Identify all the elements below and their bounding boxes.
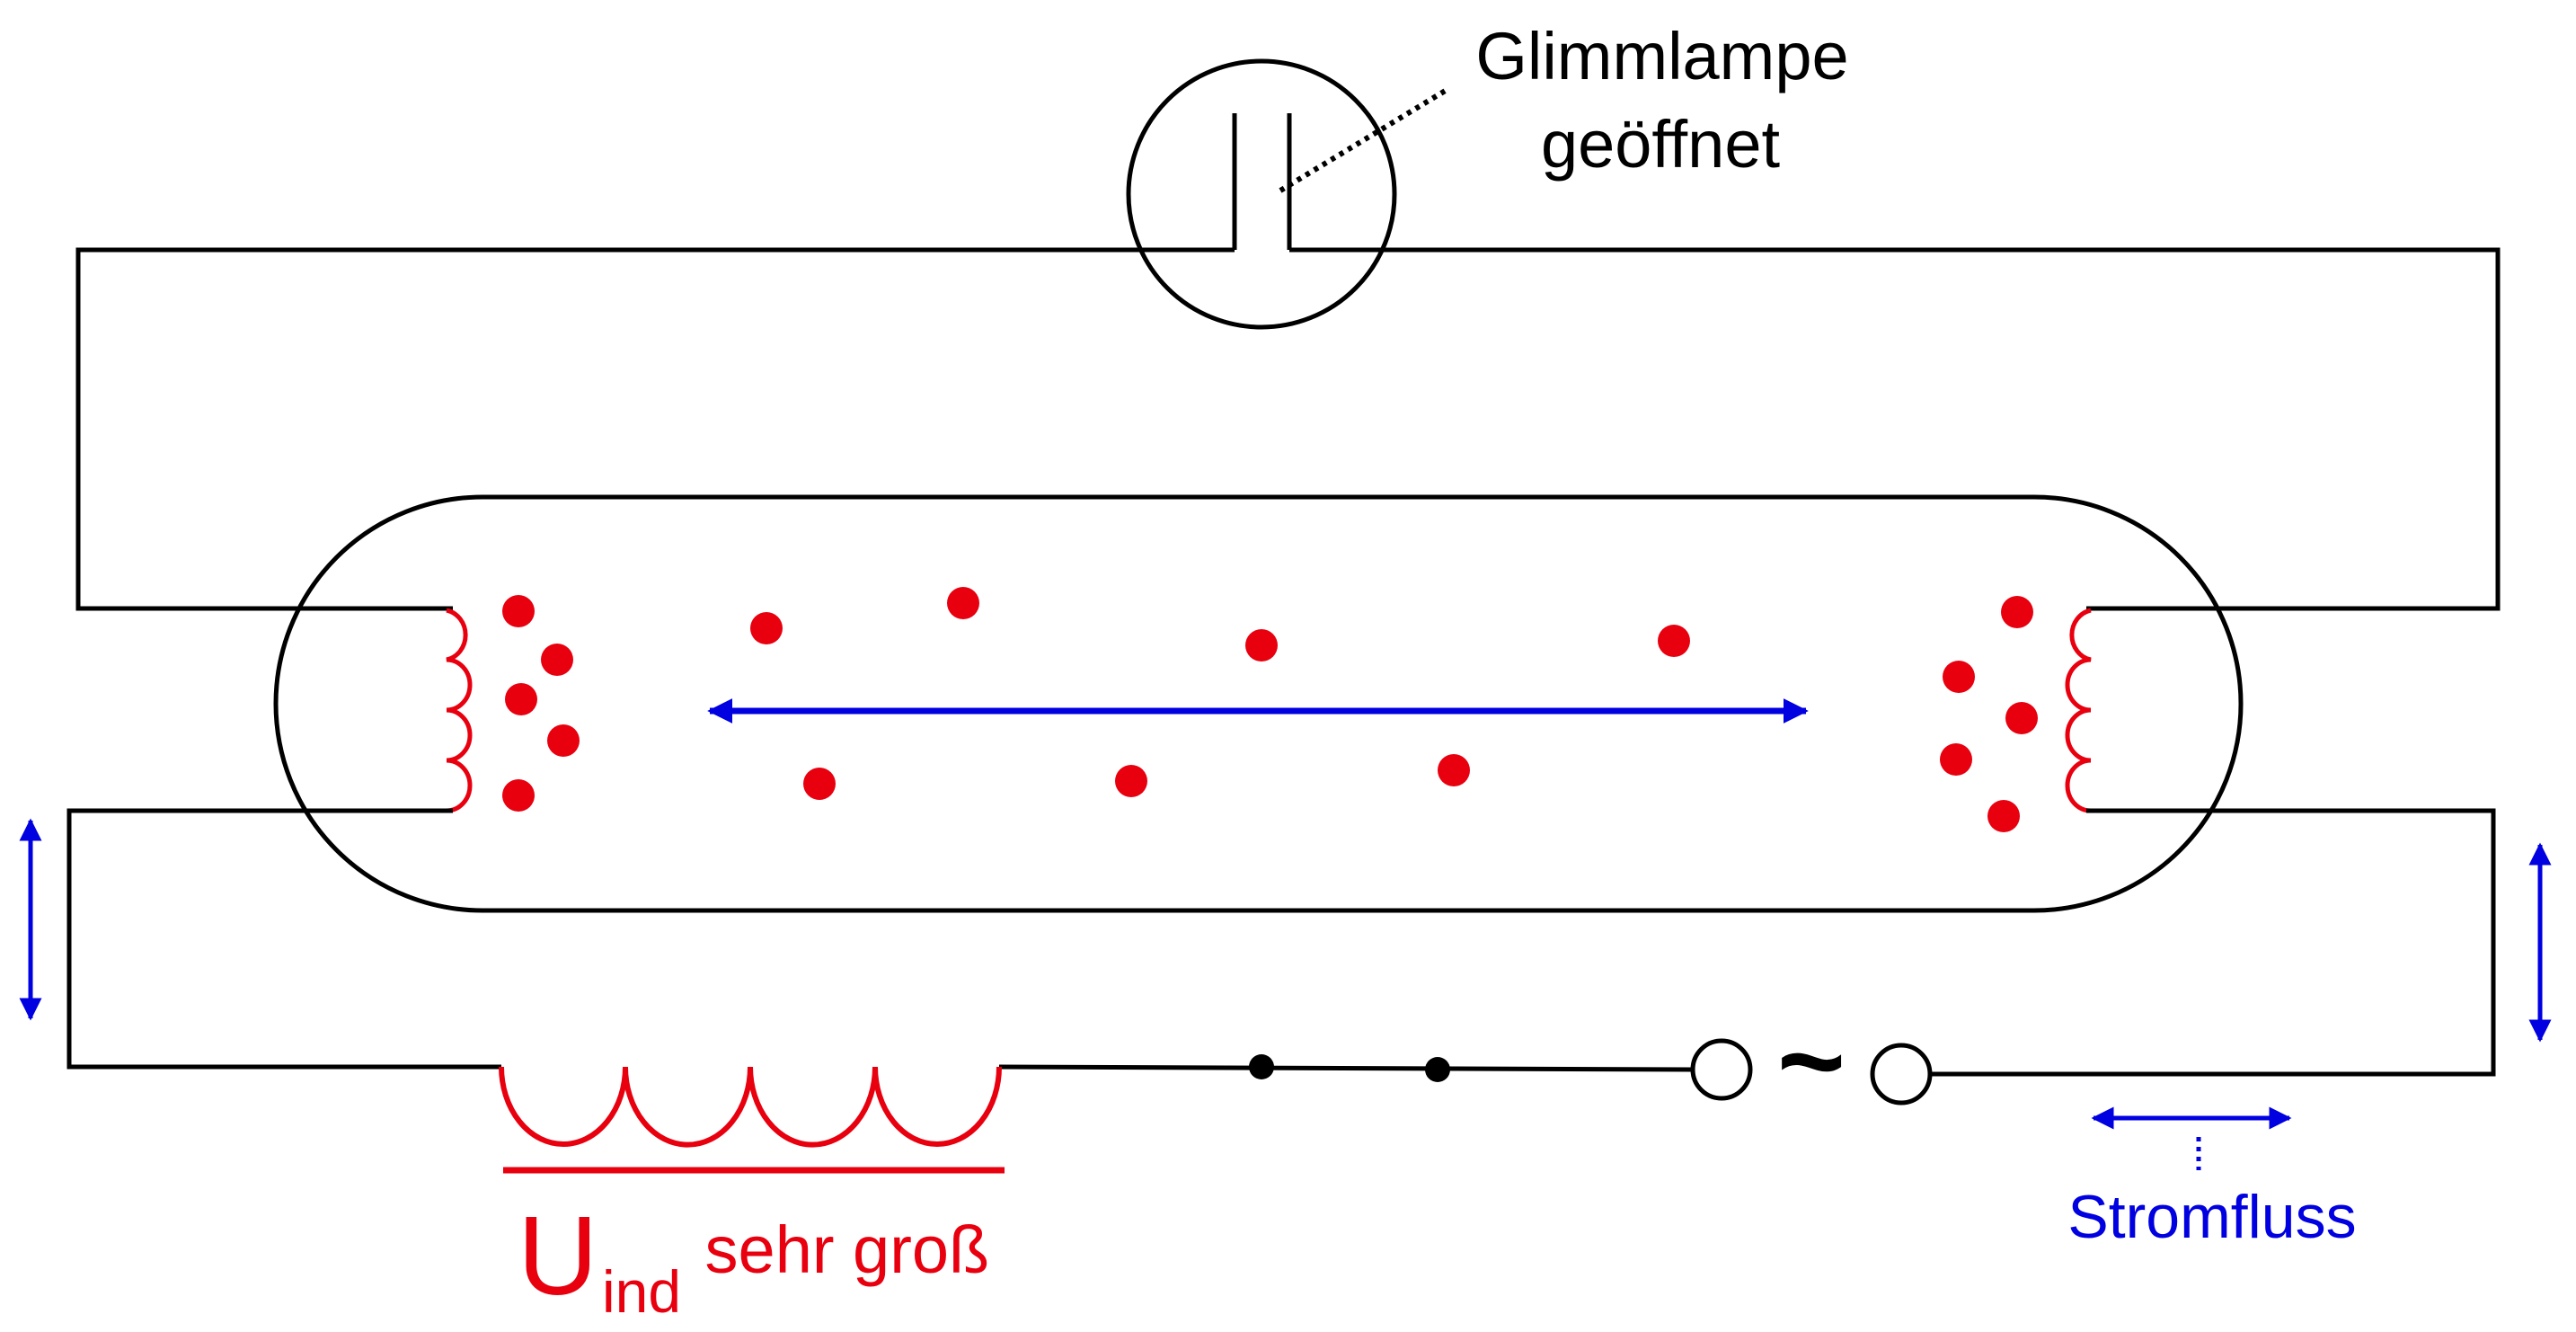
bottom-wire-left <box>66 808 501 1070</box>
fluorescent-tube <box>273 494 2244 913</box>
legend-label-stromfluss: Stromfluss <box>2067 1183 2356 1251</box>
glow-lamp-label-line1: Glimmlampe <box>1475 19 1848 93</box>
particle <box>1438 754 1470 786</box>
electrode-right <box>2065 608 2092 813</box>
bottom-wire-right <box>1931 808 2496 1077</box>
uind-subscript: ind <box>602 1258 681 1325</box>
particle <box>1658 625 1690 657</box>
particle <box>502 595 535 627</box>
uind-description: sehr groß <box>705 1212 990 1287</box>
glow-lamp-label-pointer <box>1279 87 1448 193</box>
particle <box>547 724 580 757</box>
particle <box>750 612 783 644</box>
uind-symbol: U <box>518 1194 598 1319</box>
glow-lamp <box>1126 58 1397 330</box>
junction-dot <box>1249 1054 1274 1079</box>
top-wire-right <box>1289 247 2501 611</box>
bottom-wire-middle <box>998 1064 1693 1072</box>
particle <box>1987 800 2020 832</box>
ac-terminal-right <box>1870 1043 1933 1106</box>
inductor-coil <box>499 1066 1002 1148</box>
particle <box>505 683 537 715</box>
particle <box>1245 629 1278 662</box>
ac-source-symbol: ~ <box>1777 995 1846 1126</box>
particle <box>541 644 573 676</box>
charge-particles <box>502 587 2038 832</box>
ac-terminal-left <box>1690 1038 1753 1101</box>
electrode-left <box>446 608 473 813</box>
particle <box>2005 702 2038 734</box>
junction-dot <box>1425 1057 1450 1082</box>
top-wire-left <box>75 247 1235 611</box>
particle <box>1940 743 1972 776</box>
particle <box>1115 765 1147 797</box>
particle <box>803 768 836 800</box>
particle <box>947 587 979 619</box>
glow-lamp-label-line2: geöffnet <box>1541 107 1781 182</box>
particle <box>2001 596 2033 628</box>
particle <box>502 779 535 812</box>
glow-lamp-bulb <box>1126 58 1397 330</box>
uind-label: U ind sehr groß <box>518 1194 989 1325</box>
particle <box>1943 661 1975 693</box>
